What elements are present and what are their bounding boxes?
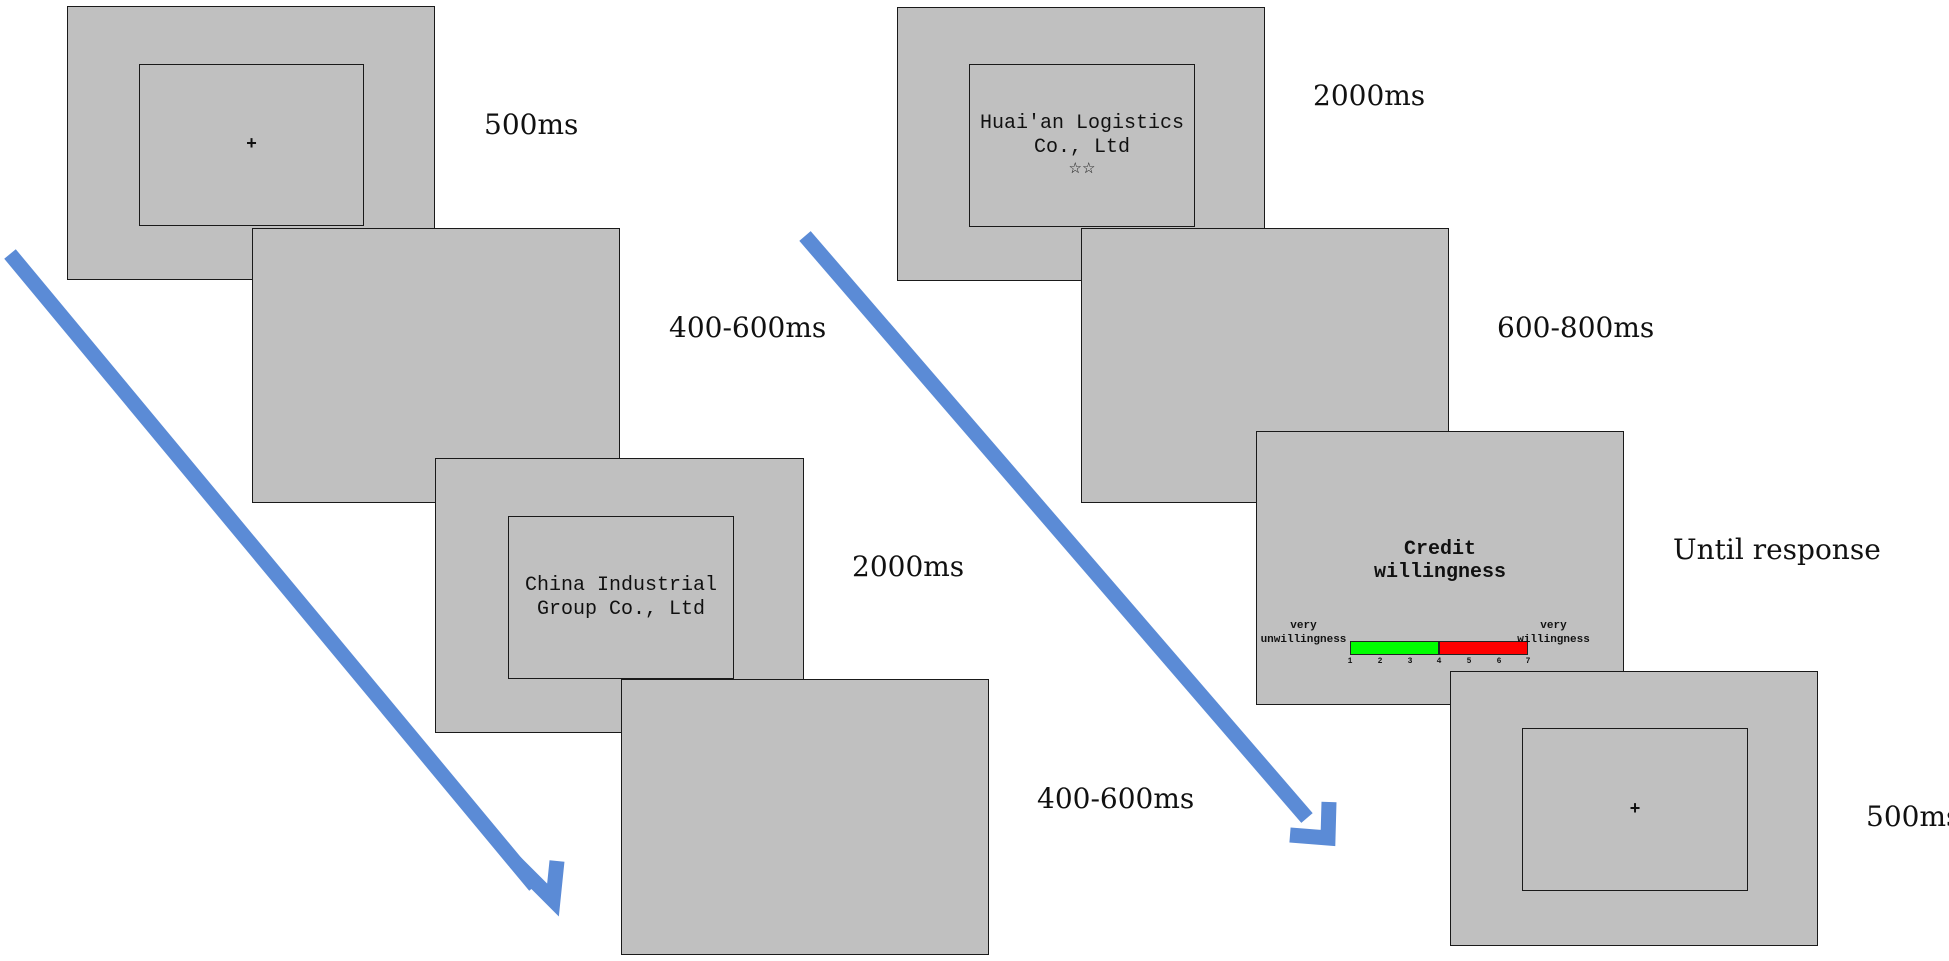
rating-stars: ☆☆ xyxy=(1068,160,1096,178)
time-arrow-right xyxy=(799,231,1337,847)
scale-right-label-line: very xyxy=(1540,620,1567,632)
duration-label: 400-600ms xyxy=(1037,782,1195,815)
scale-tick: 1 xyxy=(1347,657,1353,666)
fixation-cross: + xyxy=(1629,799,1641,820)
company-name: Huai'an Logistics Co., Ltd ☆☆ xyxy=(980,112,1184,180)
duration-label: Until response xyxy=(1673,533,1881,566)
scale-left-label-line: very xyxy=(1290,620,1317,632)
scale-high-segment[interactable] xyxy=(1439,641,1528,655)
rating-screen: Credit willingness very unwillingness ve… xyxy=(1256,431,1624,705)
duration-label: 2000ms xyxy=(852,550,965,583)
duration-label: 400-600ms xyxy=(669,311,827,344)
company-name: China Industrial Group Co., Ltd xyxy=(525,574,717,622)
duration-label: 500ms xyxy=(484,108,579,141)
company-name-line: Group Co., Ltd xyxy=(536,597,706,621)
scale-tick: 3 xyxy=(1407,657,1413,666)
company-name-line: Huai'an Logistics xyxy=(979,111,1185,135)
stimulus-box: China Industrial Group Co., Ltd xyxy=(508,516,734,679)
duration-label: 500ms xyxy=(1866,800,1949,833)
time-arrow-left xyxy=(4,249,565,917)
company-screen: China Industrial Group Co., Ltd xyxy=(435,458,804,733)
company-name-line: China Industrial xyxy=(524,573,718,597)
stimulus-box: Huai'an Logistics Co., Ltd ☆☆ xyxy=(969,64,1195,227)
scale-right-label: very willingness xyxy=(1489,619,1618,647)
scale-tick: 4 xyxy=(1436,657,1442,666)
duration-label: 2000ms xyxy=(1313,79,1426,112)
fixation-screen: + xyxy=(1450,671,1818,946)
stimulus-box: + xyxy=(139,64,364,226)
rating-question-line: willingness xyxy=(1373,561,1507,584)
blank-screen xyxy=(621,679,989,955)
fixation-cross: + xyxy=(246,135,257,155)
scale-low-segment[interactable] xyxy=(1350,641,1439,655)
scale-tick: 7 xyxy=(1525,657,1531,666)
rating-question-line: Credit xyxy=(1403,538,1476,561)
scale-right-label-line: willingness xyxy=(1517,634,1590,646)
scale-tick: 2 xyxy=(1377,657,1383,666)
scale-tick: 5 xyxy=(1466,657,1472,666)
scale-tick: 6 xyxy=(1496,657,1502,666)
scale-left-label: very unwillingness xyxy=(1257,619,1350,647)
scale-left-label-line: unwillingness xyxy=(1260,634,1347,646)
duration-label: 600-800ms xyxy=(1497,311,1655,344)
rating-question: Credit willingness xyxy=(1257,538,1623,584)
stimulus-box: + xyxy=(1522,728,1748,891)
company-name-line: Co., Ltd xyxy=(1033,135,1130,159)
